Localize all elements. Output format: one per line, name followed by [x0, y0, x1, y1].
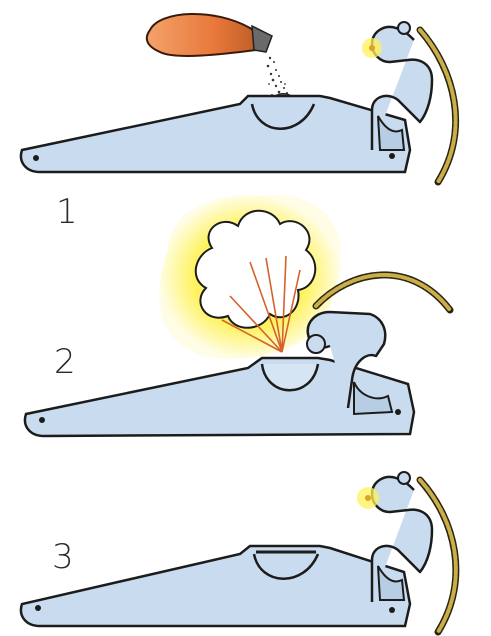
- serpentine: [372, 22, 432, 159]
- powder-flask: [147, 14, 272, 56]
- lock-plate: [21, 96, 410, 172]
- step-number-1: 1: [56, 195, 78, 229]
- step-3-illustration: [21, 472, 456, 632]
- step-2-illustration: [25, 195, 450, 436]
- serpentine: [372, 472, 432, 613]
- step-number-2: 2: [54, 345, 76, 379]
- step-1-illustration: [21, 14, 456, 182]
- step-number-3: 3: [52, 540, 74, 574]
- lock-plate: [21, 546, 410, 626]
